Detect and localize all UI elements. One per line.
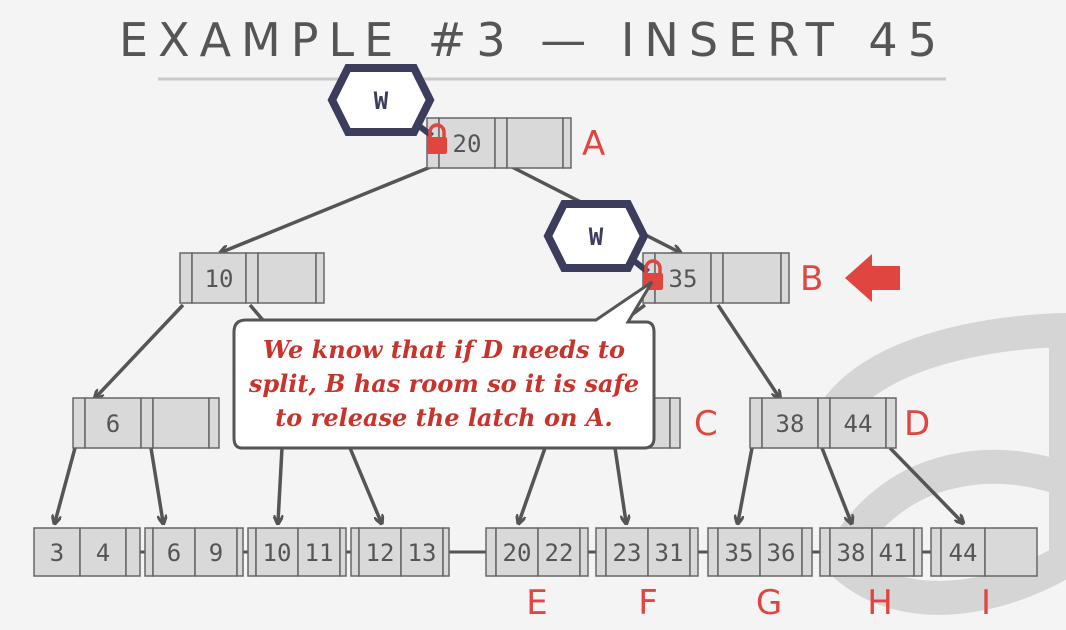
node-key: 6 [106, 410, 120, 438]
node-label-b: B [800, 259, 823, 299]
node-left-inner-child: 6 [72, 397, 220, 449]
leaf-key: 6 [167, 539, 181, 567]
leaf-key: 41 [879, 539, 908, 567]
leaf-label-i: I [981, 583, 991, 623]
leaf-label-f: F [638, 583, 658, 623]
leaf-node: 20 22 [485, 527, 589, 577]
leaf-node: 35 36 [707, 527, 813, 577]
node-label-c: C [694, 404, 718, 444]
leaf-node: 6 9 [144, 527, 244, 577]
leaf-label-e: E [526, 583, 547, 623]
leaf-label-h: H [867, 583, 893, 623]
leaf-key: 36 [767, 539, 796, 567]
leaf-node: 3 4 [33, 527, 141, 577]
leaf-node: 38 41 [819, 527, 923, 577]
leaf-key: 13 [408, 539, 437, 567]
callout-line: split, B has room so it is safe [248, 369, 639, 398]
node-key: 38 [776, 410, 805, 438]
leaf-node: 44 [930, 527, 1038, 577]
node-a: 20 [426, 117, 572, 169]
lock-icon [427, 123, 447, 154]
callout-bubble: We know that if D needs to split, B has … [232, 280, 656, 450]
leaf-node: 10 11 [247, 527, 347, 577]
node-label-d: D [904, 404, 930, 444]
callout-line: to release the latch on A. [275, 403, 613, 432]
leaf-key: 44 [949, 539, 978, 567]
leaf-key: 20 [503, 539, 532, 567]
latch-mode: W [589, 223, 604, 251]
node-key: 44 [844, 410, 873, 438]
leaf-key: 31 [655, 539, 684, 567]
background-swoosh [815, 312, 1066, 615]
leaf-node: 12 13 [350, 527, 450, 577]
leaf-key: 11 [305, 539, 334, 567]
leaf-key: 38 [837, 539, 866, 567]
leaf-node: 23 31 [595, 527, 699, 577]
leaf-key: 12 [366, 539, 395, 567]
node-d: 38 44 [749, 397, 897, 449]
leaf-label-g: G [756, 583, 782, 623]
leaf-key: 4 [96, 539, 110, 567]
leaf-row: 3 4 6 9 10 11 12 13 [33, 527, 1038, 577]
node-key: 35 [669, 265, 698, 293]
arrow-left-icon [845, 254, 900, 302]
node-key: 10 [205, 265, 234, 293]
tree-edges [55, 164, 962, 522]
write-latch-badge-a: W [327, 64, 435, 139]
node-key: 20 [453, 130, 482, 158]
node-label-a: A [582, 124, 605, 164]
write-latch-badge-b: W [543, 200, 650, 275]
page-title: EXAMPLE #3 — INSERT 45 [119, 13, 947, 67]
leaf-key: 9 [209, 539, 223, 567]
callout-line: We know that if D needs to [263, 335, 625, 364]
leaf-key: 10 [263, 539, 292, 567]
leaf-key: 35 [725, 539, 754, 567]
node-b: 35 [642, 252, 790, 304]
node-left-inner: 10 [179, 252, 325, 304]
latch-mode: W [374, 87, 389, 115]
leaf-key: 22 [545, 539, 574, 567]
leaf-key: 3 [50, 539, 64, 567]
leaf-key: 23 [613, 539, 642, 567]
